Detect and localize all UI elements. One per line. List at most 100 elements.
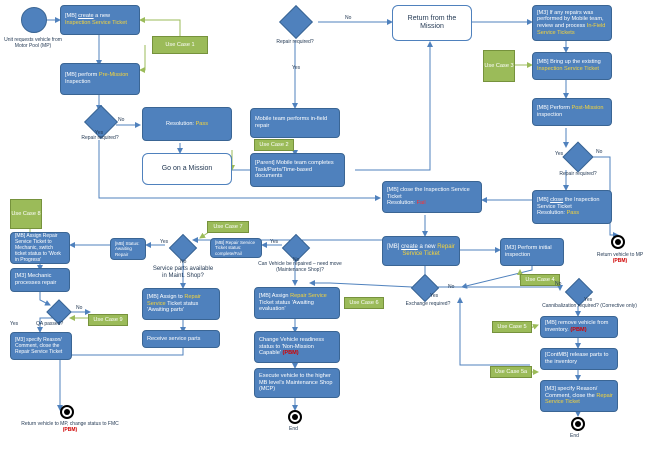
assign-parts-pre: [MB] (147, 293, 159, 300)
decision-qa-label: QA passed? (36, 321, 64, 327)
change-vehicle-pbm: (PBM) (282, 350, 299, 357)
decision-cannibalization-yes: Yes (584, 297, 593, 303)
repairs-performed-text: Mobile team performs in-field repair (255, 116, 328, 129)
create-repair-ticket-box: [MB] create a new Repair Service Ticket (382, 236, 460, 266)
decision-can-vehicle-no: No (293, 257, 300, 263)
repairs-performed-box: Mobile team performs in-field repair (250, 108, 340, 138)
assign-eval-post: Ticket status 'Awaiting evaluation' (259, 299, 314, 313)
specify-left-text: specify Reason/ Comment, close the Repai… (15, 337, 63, 355)
specify-reason-left-box: [M3] specify Reason/ Comment, close the … (10, 332, 72, 360)
m3-review-text: If any repairs was performed by Mobile t… (537, 9, 604, 29)
use-case-8-tag: Use Case 8 (10, 199, 42, 229)
decision-3-no: No (596, 149, 603, 155)
use-case-9-tag: Use Case 9 (88, 314, 128, 326)
start-label: Unit requests vehicle from Motor Pool (M… (4, 37, 62, 49)
decision-can-vehicle-yes: Yes (270, 239, 279, 245)
specify-right-pre: [M3] (545, 385, 556, 392)
close-pass-pre: [MB] (537, 196, 549, 203)
end-bottom-left-label: Return vehicle to MP, change status to F… (20, 421, 120, 434)
end-bottom-right-label: End (570, 433, 579, 439)
decision-exchange-label: Exchange required? (405, 301, 451, 307)
create-inspection-ticket-box: [MB] create a new Inspection Service Tic… (60, 5, 140, 35)
pre-mission-hl: Pre-Mission (98, 72, 129, 79)
close-pass-res: Resolution: (537, 210, 565, 217)
go-mission-box: Go on a Mission (142, 153, 232, 185)
assign-mechanic-pre: [MB] (15, 233, 26, 239)
create-ticket-verb: create (78, 13, 94, 20)
end-node-bottom-middle (288, 410, 302, 424)
assign-repair-eval-box: [MB] Assign Repair Service Ticket status… (254, 287, 340, 319)
decision-qa-yes: Yes (10, 321, 19, 327)
create-repair-mid: a new (417, 243, 436, 250)
mb-status-box: [MB] Status: Awaiting Repair (110, 238, 146, 260)
start-node (21, 7, 47, 33)
initial-inspection-text: Perform initial inspection (505, 245, 552, 258)
close-fail-pre: [MB] (387, 186, 399, 193)
create-repair-hl: Repair Service Ticket (402, 243, 455, 257)
decision-exchange-no: No (448, 284, 455, 290)
bring-up-hl: Inspection Service Ticket (537, 66, 599, 72)
decision-2-yes: Yes (292, 65, 301, 71)
mechanic-processes-text: Mechanic processes repair (15, 273, 57, 286)
m3-review-hl: In-Field Service Tickets (537, 23, 606, 36)
execute-vehicle-box: Execute vehicle to the higher MB level's… (254, 368, 340, 398)
parent-completes-text: Mobile team completes Task/Parts/Time-ba… (255, 159, 334, 180)
specify-left-pre: [M3] (15, 337, 25, 343)
decision-3-yes: Yes (555, 151, 564, 157)
decision-can-vehicle-label: Can Vehicle be repaired – need move (Mai… (258, 261, 342, 273)
decision-qa-no: No (76, 305, 83, 311)
assign-eval-text: Assign (271, 292, 289, 299)
release-parts-text: release parts to the inventory (545, 352, 609, 365)
close-fail-text: close the Inspection Service Ticket (387, 186, 470, 200)
end-right-text: Return vehicle to MP (596, 252, 644, 258)
assign-mechanic-text: Assign Repair Service Ticket to Mechanic… (15, 233, 61, 263)
mb-repair-status-pre: [MB] (215, 239, 225, 245)
close-inspection-pass-box: [MB] close the Inspection Service Ticket… (532, 190, 612, 224)
decision-service-parts-yes: Yes (160, 239, 169, 245)
release-parts-pre: [ContMB] (545, 352, 569, 359)
remove-vehicle-pbm: (PBM) (570, 327, 587, 333)
pre-mission-inspection-box: [MB] perform Pre-Mission Inspection (60, 63, 140, 95)
assign-parts-hl: Repair Service (147, 293, 201, 307)
remove-vehicle-pre: [MB] (545, 320, 557, 327)
change-vehicle-box: Change Vehicle readiness status to 'Non-… (254, 331, 340, 363)
release-parts-box: [ContMB] release parts to the inventory (540, 348, 618, 370)
post-mission-pre: [MB] Perform (537, 105, 570, 112)
mb-repair-status-text: Repair Service Ticket status: complete/F… (215, 239, 256, 256)
post-mission-hl: Post-Mission (571, 105, 604, 112)
assign-eval-hl: Repair Service (290, 292, 327, 299)
create-ticket-mid: a new (93, 13, 111, 20)
bring-up-pre: [MB] (537, 59, 549, 66)
resolution-pass-box: Resolution: Pass (142, 107, 232, 141)
close-pass-verb: close (550, 196, 564, 203)
end-bottom-middle-label: End (289, 426, 298, 432)
assign-mechanic-box: [MB] Assign Repair Service Ticket to Mec… (10, 232, 70, 264)
decision-2-label: Repair required? (276, 39, 314, 45)
use-case-4-tag: Use Case 4 (520, 274, 560, 286)
decision-3-label: Repair required? (559, 171, 597, 177)
bring-up-ticket-box: [MB] Bring up the existing Inspection Se… (532, 52, 612, 80)
specify-reason-right-box: [M3] specify Reason/ Comment, close the … (540, 380, 618, 412)
decision-exchange-yes: Yes (430, 293, 439, 299)
use-case-1-tag: Use Case 1 (152, 36, 208, 54)
mechanic-processes-pre: [M3] (15, 273, 26, 280)
pre-mission-post: Inspection (65, 79, 91, 85)
create-ticket-pre: [MB] (65, 13, 77, 20)
m3-review-box: [M3] If any repairs was performed by Mob… (532, 5, 612, 41)
use-case-5-tag: Use Case 5 (492, 321, 532, 333)
remove-vehicle-box: [MB] remove vehicle from inventory. (PBM… (540, 316, 618, 338)
decision-cannibalization-no: No (555, 281, 562, 287)
mb-status-pre: [MB] (115, 240, 125, 246)
specify-right-hl: Repair Service Ticket (545, 392, 613, 406)
create-repair-pre: [MB] (387, 243, 400, 250)
assign-parts-post: Ticket status 'Awaiting parts' (147, 300, 199, 314)
use-case-7-tag: Use Case 7 (207, 221, 249, 233)
end-left-text: Return vehicle to MP, change status to F… (21, 421, 119, 427)
initial-inspection-box: [M3] Perform initial inspection (500, 238, 564, 266)
resolution-pass-hl: Pass (195, 120, 208, 127)
decision-2-no: No (345, 15, 352, 21)
use-case-2-tag: Use Case 2 (254, 139, 294, 151)
change-vehicle-text: Change Vehicle readiness status to 'Non-… (259, 336, 324, 357)
